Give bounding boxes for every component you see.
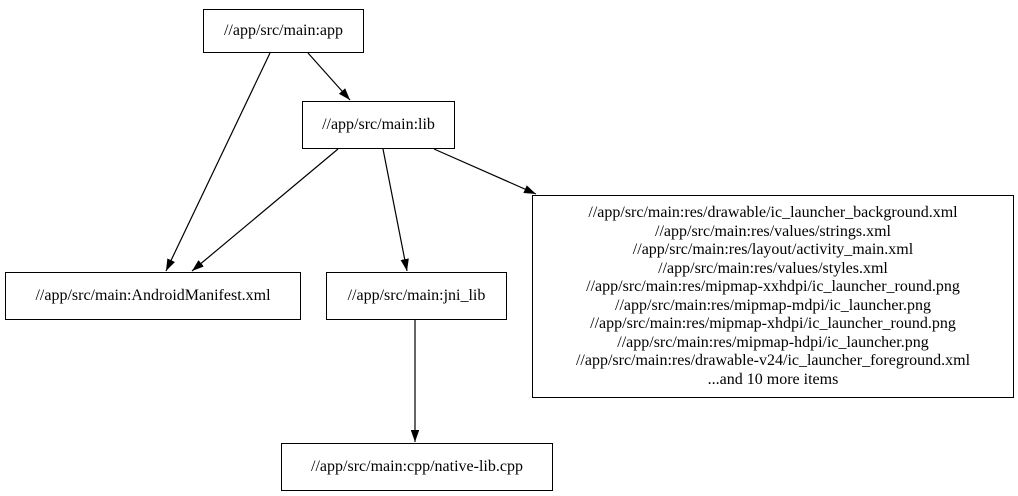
node-app: //app/src/main:app (203, 9, 364, 53)
node-jni-lib: //app/src/main:jni_lib (326, 272, 507, 320)
node-native-lib-cpp-label: //app/src/main:cpp/native-lib.cpp (311, 457, 523, 475)
resource-item-label: //app/src/main:res/drawable-v24/ic_launc… (575, 352, 971, 369)
resource-item-label: //app/src/main:res/mipmap-mdpi/ic_launch… (615, 296, 931, 314)
resource-item-label: //app/src/main:res/drawable/ic_launcher_… (588, 204, 958, 221)
node-native-lib-cpp: //app/src/main:cpp/native-lib.cpp (281, 443, 553, 491)
resource-item-label: //app/src/main:res/mipmap-xxhdpi/ic_laun… (586, 278, 960, 295)
resource-item-label: //app/src/main:res/values/styles.xml (658, 259, 888, 277)
edge-app-manifest (165, 52, 271, 272)
node-android-manifest: //app/src/main:AndroidManifest.xml (5, 272, 301, 320)
edge-lib-manifest (191, 148, 339, 272)
node-resources-group: //app/src/main:res/drawable/ic_launcher_… (532, 195, 1014, 398)
edge-app-lib (307, 52, 351, 101)
edge-lib-jni-lib (382, 148, 409, 272)
resource-item-label: ...and 10 more items (707, 370, 839, 388)
resource-item-label: //app/src/main:res/layout/activity_main.… (632, 241, 914, 258)
node-lib: //app/src/main:lib (302, 101, 455, 149)
resource-item-label: //app/src/main:res/mipmap-hdpi/ic_launch… (617, 333, 929, 351)
resource-item-label: //app/src/main:res/values/strings.xml (655, 222, 891, 240)
edge-lib-resources (433, 148, 537, 195)
node-lib-label: //app/src/main:lib (322, 115, 435, 133)
node-jni-lib-label: //app/src/main:jni_lib (347, 286, 486, 304)
node-android-manifest-label: //app/src/main:AndroidManifest.xml (35, 286, 271, 304)
resource-item-label: //app/src/main:res/mipmap-xhdpi/ic_launc… (590, 315, 956, 332)
node-app-label: //app/src/main:app (223, 21, 344, 39)
